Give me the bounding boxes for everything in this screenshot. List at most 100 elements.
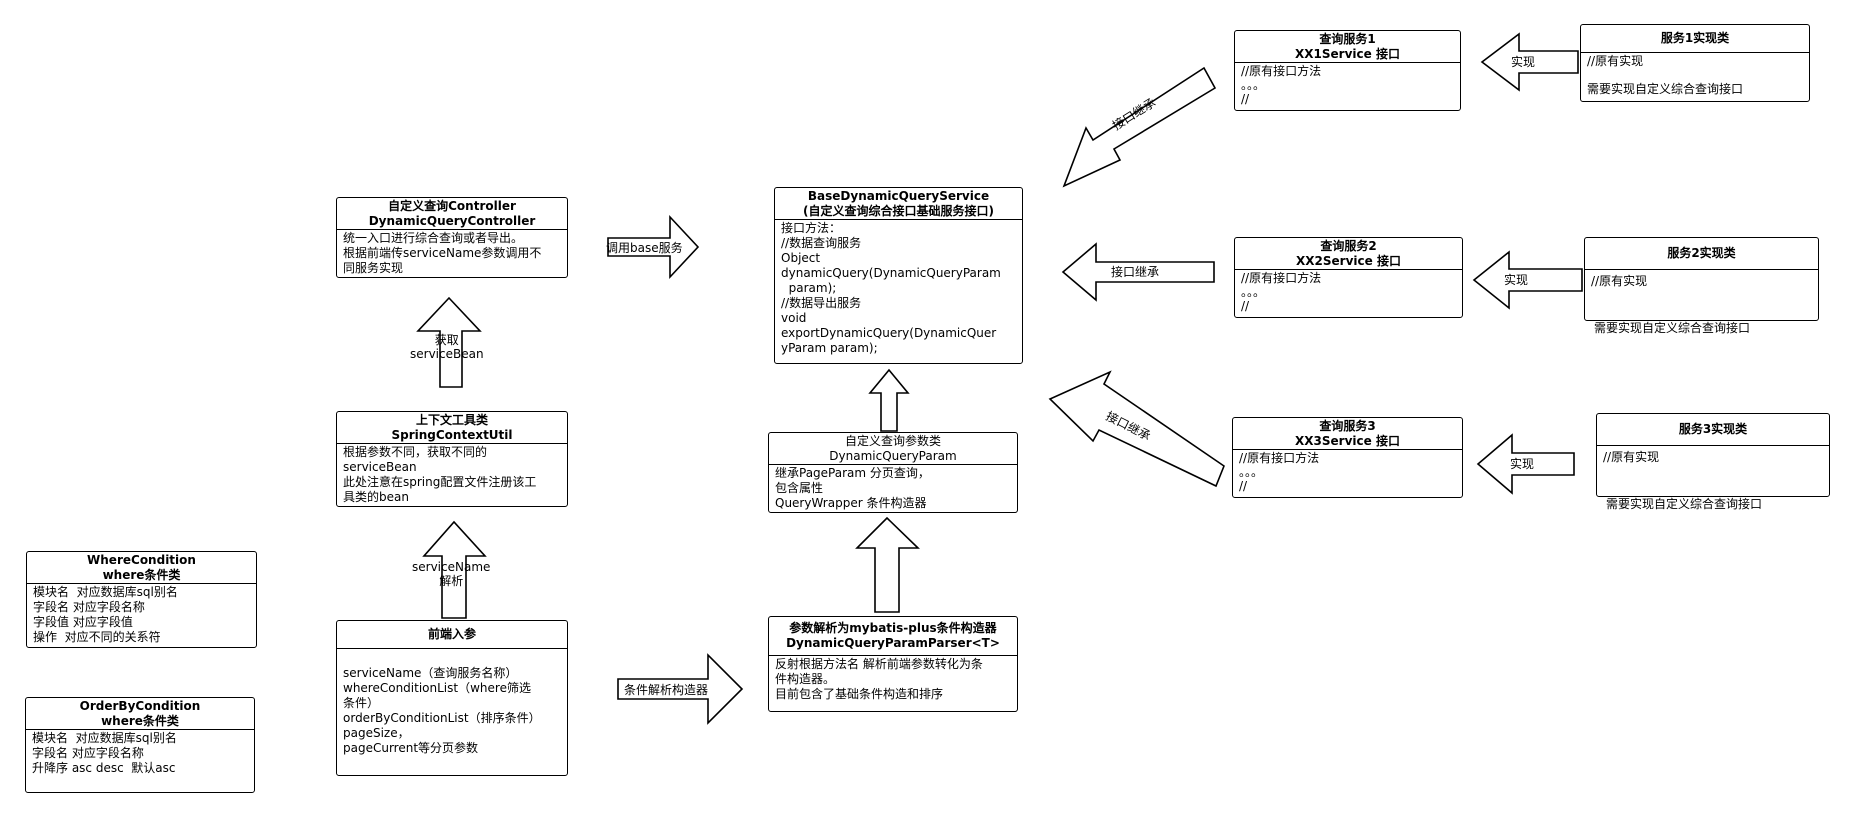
spring-util-title: 上下文工具类 SpringContextUtil (337, 412, 567, 444)
arrow-label-impl-1: 实现 (1511, 55, 1536, 69)
frontend-line: pageCurrent等分页参数 (343, 741, 479, 755)
param-parser-line: 件构造器。 (775, 672, 836, 686)
impl-line: //原有实现 (1591, 274, 1648, 288)
query-service-line: 。。。 (1241, 78, 1266, 92)
query-service-1-title: 查询服务1 XX1Service 接口 (1235, 31, 1460, 63)
arrow-impl-2 (1472, 250, 1583, 310)
impl-2-box: 服务2实现类 //原有实现 (1584, 237, 1819, 321)
spring-util-box: 上下文工具类 SpringContextUtil 根据参数不同，获取不同的 se… (336, 411, 568, 507)
arrow-label-resolve-2: 解析 (439, 574, 464, 588)
orderby-condition-line: 字段名 对应字段名称 (32, 746, 144, 760)
orderby-condition-body: 模块名 对应数据库sql别名 字段名 对应字段名称 升降序 asc desc 默… (26, 730, 254, 777)
frontend-line (343, 651, 561, 666)
arrow-impl-3 (1476, 433, 1575, 495)
arrow-param-up (868, 368, 910, 432)
controller-line: 同服务实现 (343, 261, 404, 275)
arrow-inherit-3 (1048, 370, 1225, 488)
arrow-inherit-1 (1062, 66, 1217, 188)
query-service-3-title-2: XX3Service 接口 (1295, 434, 1400, 448)
base-service-title-2: (自定义查询综合接口基础服务接口) (803, 204, 994, 218)
impl-line: //原有实现 (1603, 450, 1660, 464)
frontend-line: serviceName（查询服务名称） (343, 666, 518, 680)
impl-2-title-1: 服务2实现类 (1667, 246, 1736, 260)
query-service-line: // (1241, 92, 1250, 106)
arrow-inherit-2 (1061, 242, 1215, 302)
orderby-condition-title-1: OrderByCondition (79, 699, 201, 713)
base-service-line: param); (781, 281, 837, 295)
param-parser-line: 反射根据方法名 解析前端参数转化为条 (775, 657, 983, 671)
frontend-params-body: serviceName（查询服务名称） whereConditionList（w… (337, 649, 567, 757)
impl-3-body: //原有实现 (1597, 446, 1829, 466)
frontend-line: orderByConditionList（排序条件） (343, 711, 541, 725)
query-service-3-title: 查询服务3 XX3Service 接口 (1233, 418, 1462, 450)
arrow-label-call-base: 调用base服务 (606, 241, 683, 255)
frontend-line: 条件） (343, 696, 380, 710)
query-service-2-box: 查询服务2 XX2Service 接口 //原有接口方法 。。。 // (1234, 237, 1463, 318)
where-condition-title-1: WhereCondition (87, 553, 196, 567)
impl-1-box: 服务1实现类 //原有实现 需要实现自定义综合查询接口 (1580, 24, 1810, 102)
base-service-line: 接口方法： (781, 221, 842, 235)
query-service-1-body: //原有接口方法 。。。 // (1235, 63, 1460, 107)
query-service-2-body: //原有接口方法 。。。 // (1235, 270, 1462, 314)
where-condition-box: WhereCondition where条件类 模块名 对应数据库sql别名 字… (26, 551, 257, 648)
where-condition-line: 字段值 对应字段值 (33, 615, 133, 629)
frontend-line: pageSize， (343, 726, 410, 740)
where-condition-body: 模块名 对应数据库sql别名 字段名 对应字段名称 字段值 对应字段值 操作 对… (27, 584, 256, 646)
impl-1-title-1: 服务1实现类 (1660, 31, 1730, 45)
base-service-box: BaseDynamicQueryService (自定义查询综合接口基础服务接口… (774, 187, 1023, 364)
query-service-line: 。。。 (1239, 465, 1264, 479)
frontend-params-title: 前端入参 (337, 621, 567, 649)
arrow-label-resolve-1: serviceName (412, 560, 491, 574)
impl-line: //原有实现 (1587, 54, 1644, 68)
arrow-cond-build (617, 653, 744, 725)
query-param-line: 继承PageParam 分页查询， (775, 466, 930, 480)
orderby-condition-line: 模块名 对应数据库sql别名 (32, 731, 177, 745)
param-parser-body: 反射根据方法名 解析前端参数转化为条 件构造器。 目前包含了基础条件构造和排序 (769, 656, 1017, 703)
query-service-3-box: 查询服务3 XX3Service 接口 //原有接口方法 。。。 // (1232, 417, 1463, 498)
controller-line: 根据前端传serviceName参数调用不 (343, 246, 542, 260)
where-condition-line: 操作 对应不同的关系符 (33, 630, 161, 644)
spring-util-title-2: SpringContextUtil (391, 428, 513, 442)
controller-body: 统一入口进行综合查询或者导出。 根据前端传serviceName参数调用不 同服… (337, 230, 567, 277)
query-param-box: 自定义查询参数类 DynamicQueryParam 继承PageParam 分… (768, 432, 1018, 513)
impl-3-box: 服务3实现类 //原有实现 (1596, 413, 1830, 497)
where-condition-line: 字段名 对应字段名称 (33, 600, 145, 614)
query-service-line: // (1239, 479, 1248, 493)
controller-line: 统一入口进行综合查询或者导出。 (343, 231, 524, 245)
query-service-line: //原有接口方法 (1239, 451, 1320, 465)
impl-1-title: 服务1实现类 (1581, 25, 1809, 53)
controller-title: 自定义查询Controller DynamicQueryController (337, 198, 567, 230)
query-service-1-title-2: XX1Service 接口 (1295, 47, 1400, 61)
query-param-body: 继承PageParam 分页查询， 包含属性 QueryWrapper 条件构造… (769, 465, 1017, 512)
arrow-label-cond-build: 条件解析构造器 (624, 683, 709, 697)
query-service-2-title-2: XX2Service 接口 (1296, 254, 1401, 268)
base-service-line: void (781, 311, 807, 325)
where-condition-title-2: where条件类 (102, 568, 181, 582)
base-service-line: yParam param); (781, 341, 878, 355)
arrow-label-get-bean: 获取 serviceBean (410, 333, 484, 361)
base-service-title: BaseDynamicQueryService (自定义查询综合接口基础服务接口… (775, 188, 1022, 220)
query-param-line: QueryWrapper 条件构造器 (775, 496, 927, 510)
orderby-condition-line: 升降序 asc desc 默认asc (32, 761, 176, 775)
impl-3-title: 服务3实现类 (1597, 414, 1829, 446)
query-param-line: 包含属性 (775, 481, 824, 495)
orderby-condition-box: OrderByCondition where条件类 模块名 对应数据库sql别名… (25, 697, 255, 793)
where-condition-line: 模块名 对应数据库sql别名 (33, 585, 178, 599)
query-param-title: 自定义查询参数类 DynamicQueryParam (769, 433, 1017, 465)
frontend-line: whereConditionList（where筛选 (343, 681, 531, 695)
query-service-line: //原有接口方法 (1241, 271, 1322, 285)
impl-line: 需要实现自定义综合查询接口 (1587, 82, 1744, 96)
spring-util-title-1: 上下文工具类 (415, 413, 488, 427)
query-service-3-title-1: 查询服务3 (1319, 419, 1376, 433)
spring-util-body: 根据参数不同，获取不同的 serviceBean 此处注意在spring配置文件… (337, 444, 567, 506)
base-service-line: Object (781, 251, 821, 265)
query-service-line: // (1241, 299, 1250, 313)
param-parser-line: 目前包含了基础条件构造和排序 (775, 687, 944, 701)
frontend-params-title-1: 前端入参 (427, 627, 476, 641)
arrow-label-inherit-2: 接口继承 (1111, 265, 1160, 279)
base-service-body: 接口方法： //数据查询服务 Object dynamicQuery(Dynam… (775, 220, 1022, 357)
arrow-label-get-bean-1: 获取 (434, 333, 459, 347)
impl-3-note: 需要实现自定义综合查询接口 (1606, 497, 1763, 511)
base-service-title-1: BaseDynamicQueryService (807, 189, 990, 203)
where-condition-title: WhereCondition where条件类 (27, 552, 256, 584)
